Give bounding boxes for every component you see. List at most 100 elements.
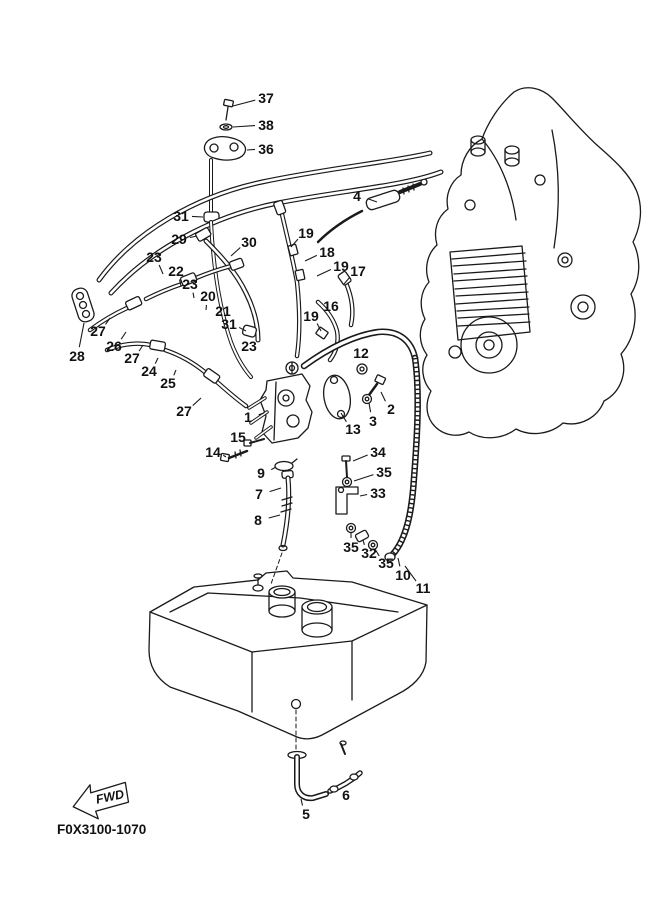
callout-leader-13: [340, 412, 347, 423]
callout-10: 10: [395, 567, 411, 583]
callout-13: 13: [345, 421, 361, 437]
callout-leader-31: [238, 326, 247, 332]
callout-24: 24: [141, 363, 157, 379]
fwd-arrow-outline: [72, 781, 130, 820]
callout-leader-23: [192, 292, 195, 299]
callout-leader-33: [359, 493, 368, 497]
callout-leader-8: [268, 514, 281, 519]
callout-leader-4: [367, 198, 378, 203]
callout-27: 27: [176, 403, 192, 419]
callout-leader-32: [362, 539, 365, 545]
callout-leader-28: [78, 322, 85, 348]
callout-leader-35: [374, 548, 380, 557]
callout-leader-23: [158, 264, 164, 275]
callout-21: 21: [215, 303, 231, 319]
callout-leader-3: [368, 402, 372, 413]
callout-22: 22: [168, 263, 184, 279]
callout-6: 6: [342, 787, 350, 803]
fwd-label: FWD: [95, 787, 126, 807]
hose-clamp: [329, 785, 339, 793]
drain-elbow: [287, 740, 363, 802]
callout-23: 23: [241, 338, 257, 354]
callout-leader-25: [173, 369, 177, 376]
callout-23: 23: [182, 276, 198, 292]
callout-25: 25: [160, 375, 176, 391]
callout-leader-36: [246, 148, 256, 151]
callout-35: 35: [378, 555, 394, 571]
washer-35a: [341, 476, 353, 488]
oil-pump: [219, 361, 387, 463]
callout-17: 17: [350, 263, 366, 279]
callout-leader-37: [232, 99, 256, 107]
hose-clamp-28: [71, 287, 95, 323]
joint-connector: [124, 296, 143, 311]
part-code: F0X3100-1070: [57, 822, 146, 837]
callout-leader-27: [138, 344, 144, 352]
callout-29: 29: [171, 231, 187, 247]
callout-23: 23: [146, 249, 162, 265]
leader-lines: [78, 99, 417, 806]
callout-leader-29: [189, 235, 198, 239]
callout-leader-9: [270, 466, 277, 471]
callout-2: 2: [387, 401, 395, 417]
callout-3: 3: [369, 413, 377, 429]
callout-32: 32: [361, 545, 377, 561]
callout-leader-14: [222, 454, 227, 458]
fitting-29: [195, 227, 212, 242]
washer-3: [361, 393, 373, 405]
callout-1: 1: [244, 409, 252, 425]
callout-31: 31: [173, 208, 189, 224]
oil-tank: [148, 570, 428, 751]
callout-19: 19: [303, 308, 319, 324]
callout-leader-27: [192, 397, 202, 406]
callout-35: 35: [376, 464, 392, 480]
callout-37: 37: [258, 90, 274, 106]
nut-19b: [294, 268, 306, 282]
callout-26: 26: [106, 338, 122, 354]
callout-leader-30: [230, 247, 241, 257]
washer-12: [356, 363, 368, 375]
callout-35: 35: [343, 539, 359, 555]
fwd-arrow: FWD: [72, 781, 130, 820]
callout-leader-11: [404, 565, 417, 582]
callout-leader-35: [353, 474, 374, 482]
callout-leader-38: [232, 124, 256, 128]
joint-connector: [149, 339, 167, 352]
callout-leader-34: [352, 454, 368, 462]
callout-leader-17: [343, 276, 351, 285]
joint-connector: [179, 272, 198, 287]
gasket-13: [322, 374, 352, 420]
callout-leader-22: [178, 279, 182, 287]
callout-11: 11: [416, 580, 431, 596]
callout-28: 28: [69, 348, 85, 364]
spacer-32: [354, 529, 370, 543]
fitting-17: [337, 270, 352, 286]
bracket-assembly: [203, 98, 247, 223]
washer-38: [219, 123, 233, 131]
callout-30: 30: [241, 234, 257, 250]
callout-27: 27: [124, 350, 140, 366]
callout-16: 16: [323, 298, 339, 314]
engine-assembly: [419, 87, 642, 439]
callout-15: 15: [230, 429, 246, 445]
callout-leader-19: [290, 238, 299, 248]
callout-18: 18: [319, 244, 335, 260]
exhaust-cover: [449, 245, 531, 341]
callout-7: 7: [255, 486, 263, 502]
callout-leader-19: [316, 268, 332, 277]
callout-5: 5: [302, 806, 310, 822]
callout-19: 19: [333, 258, 349, 274]
hose-clamp: [349, 773, 359, 781]
nut-19c: [315, 326, 329, 340]
callout-leader-26: [120, 331, 127, 340]
callout-20: 20: [200, 288, 216, 304]
oil-pipe: [270, 458, 298, 585]
callout-27: 27: [90, 323, 106, 339]
callout-leader-10: [397, 557, 401, 567]
pipe-bracket-hardware: [335, 455, 379, 551]
callout-31: 31: [221, 316, 237, 332]
filler-neck: [268, 585, 296, 599]
callout-12: 12: [353, 345, 369, 361]
